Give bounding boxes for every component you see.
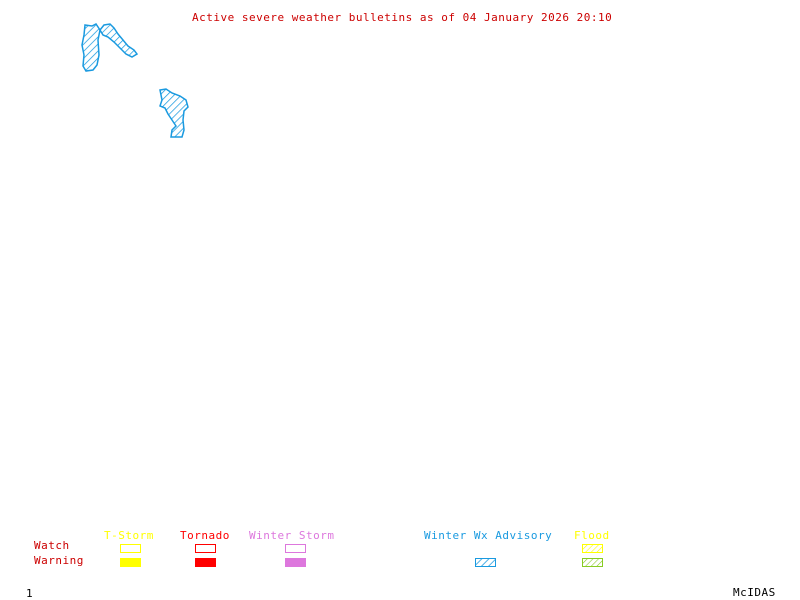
- legend-flood-warning-swatch: [582, 558, 603, 567]
- software-label: McIDAS: [733, 586, 776, 599]
- legend-tstorm-watch-swatch: [120, 544, 141, 553]
- advisory-area-1b: [99, 23, 139, 58]
- bulletin-title: Active severe weather bulletins as of 04…: [192, 11, 613, 24]
- legend-winter-storm-watch-swatch: [285, 544, 306, 553]
- legend-winter-wx-advisory-swatch: [475, 558, 496, 567]
- legend-tornado-warning-swatch: [195, 558, 216, 567]
- legend-winter-storm-warning-swatch: [285, 558, 306, 567]
- legend-row-warning: Warning: [34, 554, 84, 567]
- legend-tstorm-warning-swatch: [120, 558, 141, 567]
- legend-header-tstorm: T-Storm: [104, 529, 154, 542]
- legend-header-winter-wx-advisory: Winter Wx Advisory: [424, 529, 553, 542]
- legend-flood-watch-swatch: [582, 544, 603, 553]
- legend-header-tornado: Tornado: [180, 529, 230, 542]
- frame-number: 1: [26, 587, 34, 600]
- advisory-area-2: [159, 88, 189, 138]
- legend-row-watch: Watch: [34, 539, 70, 552]
- legend-header-winter-storm: Winter Storm: [249, 529, 335, 542]
- legend-tornado-watch-swatch: [195, 544, 216, 553]
- legend-header-flood: Flood: [574, 529, 610, 542]
- advisory-area-1a: [81, 23, 101, 72]
